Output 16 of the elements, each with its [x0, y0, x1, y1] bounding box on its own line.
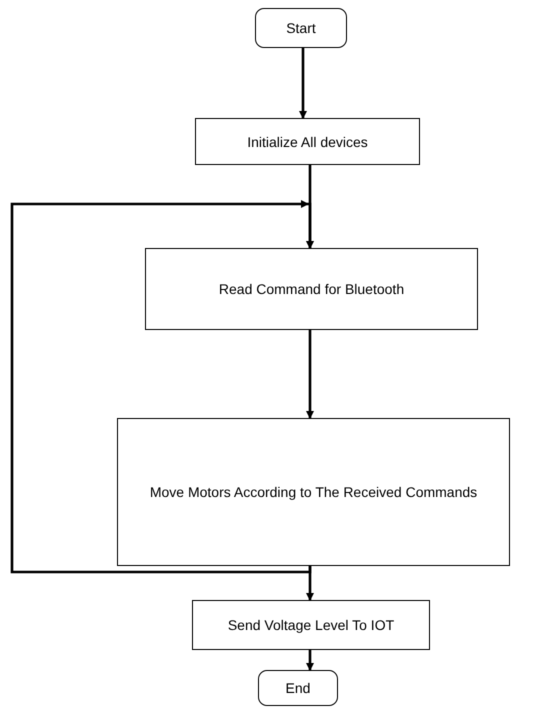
node-text: Move Motors According to The Received Commands [150, 484, 478, 500]
node-text: End [286, 680, 310, 696]
node-text: Start [286, 20, 316, 36]
terminal-box [258, 670, 338, 706]
arrow [306, 330, 314, 419]
process-box [117, 418, 510, 566]
terminal-box [255, 8, 347, 48]
process-box [145, 248, 478, 330]
arrow [306, 650, 314, 671]
node-text: Send Voltage Level To IOT [228, 617, 394, 633]
process-box [192, 600, 430, 650]
arrow [299, 48, 307, 119]
node-text: Initialize All devices [247, 134, 368, 150]
arrow [10, 200, 314, 574]
process-box [195, 118, 420, 165]
node-text: Read Command for Bluetooth [218, 281, 404, 297]
